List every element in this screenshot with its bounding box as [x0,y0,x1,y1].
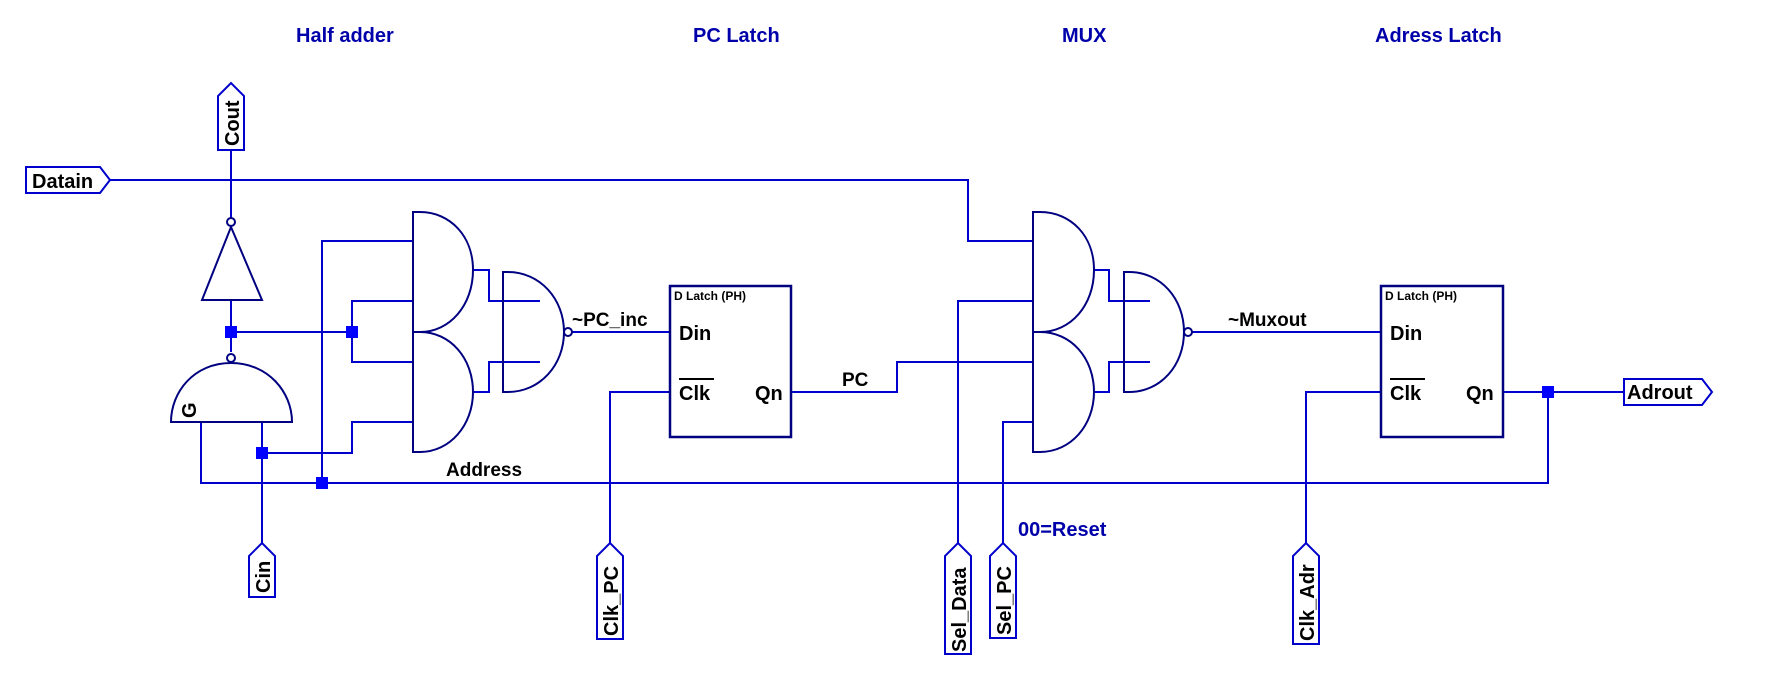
address-latch: D Latch (PH) Din Clk Qn [1379,284,1505,439]
address-latch-din: Din [1390,323,1422,345]
wire-sel-pc [1002,421,1033,543]
junction-dot [316,477,328,489]
port-clk-adr[interactable]: Clk_Adr [1292,541,1320,645]
port-adrout[interactable]: Adrout [1623,378,1714,406]
g-gate-bubble [226,353,236,363]
half-adder-and-gate-1 [412,211,475,333]
mux-and-gate-2 [1032,331,1096,453]
wire-address-bus [200,392,1549,484]
wire-datain [110,179,1033,242]
address-latch-clk: Clk [1390,383,1422,405]
port-sel-pc[interactable]: Sel_PC [989,541,1017,639]
wire-pc [791,361,1033,393]
heading-mux: MUX [1062,25,1107,47]
address-latch-qn: Qn [1466,383,1494,405]
junction-dot [1542,386,1554,398]
pc-latch-title: D Latch (PH) [674,289,746,303]
wire-and-in-2-3 [351,300,413,363]
wire-cin-to-and [262,421,413,454]
heading-half-adder: Half adder [296,25,394,47]
mux-and-gate-1 [1032,211,1096,333]
port-cin-label: Cin [253,561,275,593]
pc-latch-din: Din [679,323,711,345]
wire-clk-adr [1305,391,1381,543]
wire-and1-out [473,269,540,302]
wire-clk-pc [609,391,670,543]
port-clk-pc[interactable]: Clk_PC [596,541,624,640]
reset-note: 00=Reset [1018,519,1107,541]
pc-latch-qn: Qn [755,383,783,405]
port-datain-label: Datain [32,171,93,193]
port-sel-pc-label: Sel_PC [994,566,1016,635]
half-adder-nand-gate [502,271,573,393]
port-clk-adr-label: Clk_Adr [1297,564,1319,641]
net-label-address: Address [446,460,522,481]
pc-latch-clk: Clk [679,383,711,405]
address-latch-title: D Latch (PH) [1385,289,1457,303]
wire-mux-and2-out [1094,361,1150,393]
port-clk-pc-label: Clk_PC [601,566,623,636]
inverter-gate [200,217,264,301]
port-sel-data-label: Sel_Data [949,567,971,652]
heading-address-latch: Adress Latch [1375,25,1502,47]
net-label-pc-inc: ~PC_inc [572,310,648,331]
port-sel-data[interactable]: Sel_Data [944,541,972,655]
wires [110,150,1624,543]
mux-nand-gate [1123,271,1193,393]
inverter-bubble [226,217,236,227]
junction-dot [256,447,268,459]
wire-mux-and1-out [1094,269,1150,302]
pc-latch: D Latch (PH) Din Clk Qn [668,284,793,439]
net-label-muxout: ~Muxout [1228,310,1307,331]
port-cin[interactable]: Cin [248,541,276,598]
wire-address-feedback [321,240,413,483]
g-gate-label: G [179,402,201,418]
g-nand-gate: G [169,353,294,423]
wire-sel-data [957,300,1033,543]
wire-and2-out [473,361,540,393]
half-adder-and-gate-2 [412,331,475,453]
port-datain[interactable]: Datain [25,166,112,194]
port-cout-label: Cout [222,100,244,146]
heading-pc-latch: PC Latch [693,25,780,47]
junction-dot [346,326,358,338]
net-label-pc: PC [842,370,869,391]
junction-dot [225,326,237,338]
port-cout[interactable]: Cout [217,81,245,151]
port-adrout-label: Adrout [1627,382,1693,404]
